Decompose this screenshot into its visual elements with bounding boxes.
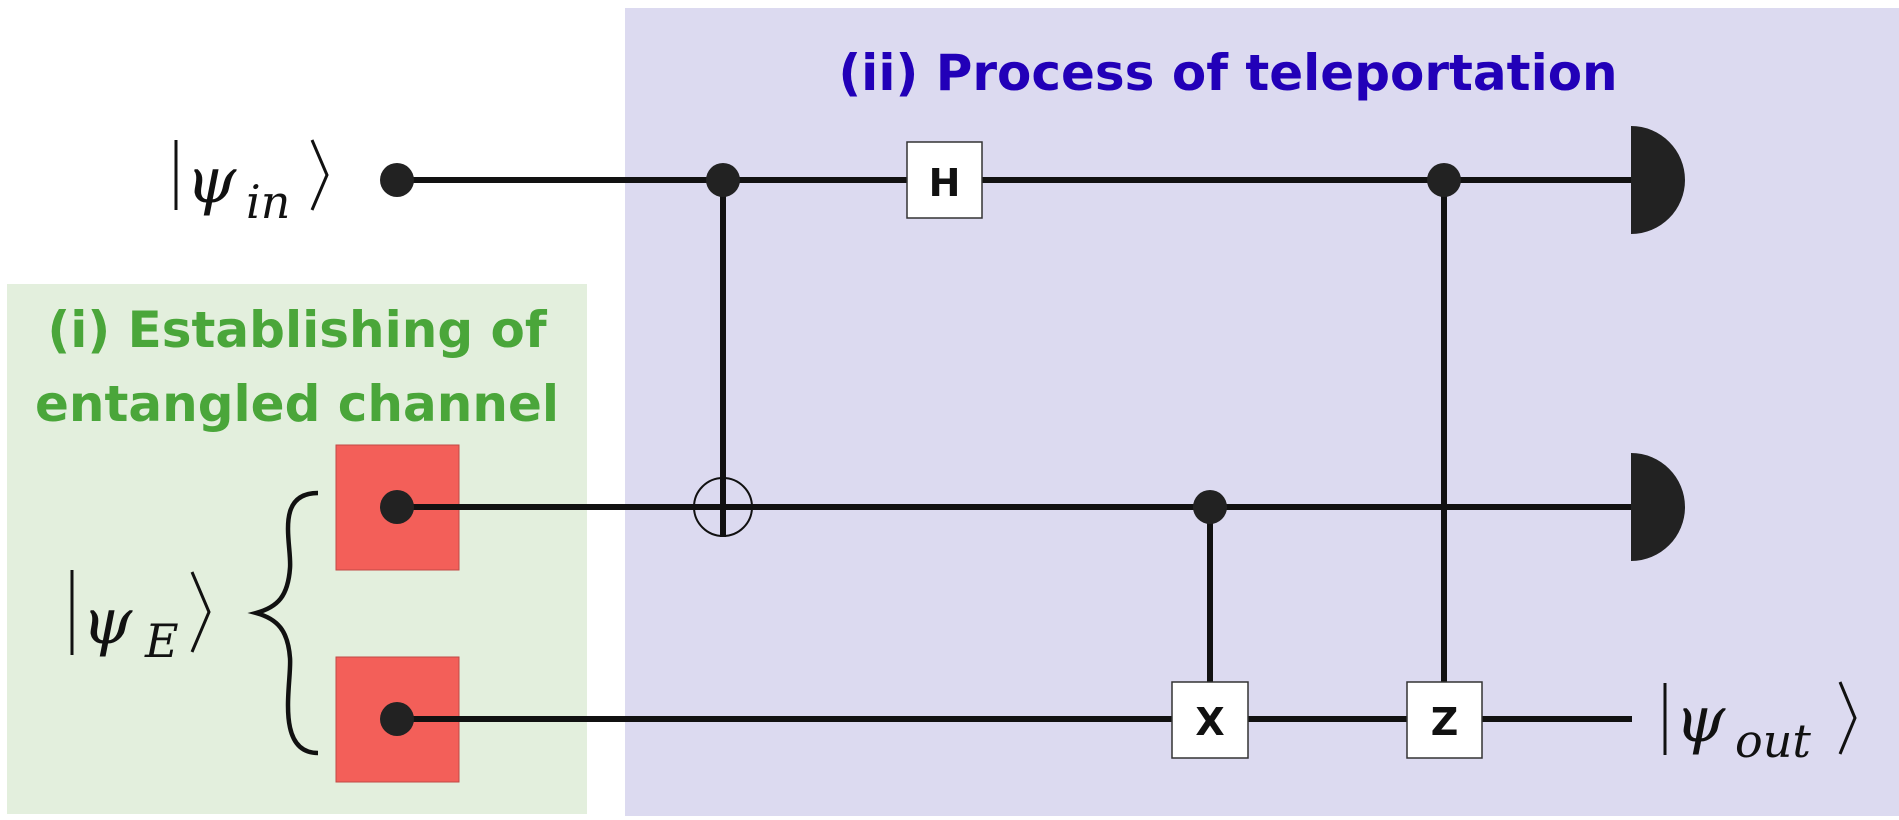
svg-text:E: E: [144, 614, 179, 668]
cnot-control-dot: [706, 163, 740, 197]
svg-text:out: out: [1735, 714, 1811, 768]
svg-text:ψ: ψ: [186, 144, 237, 218]
pauli-z-gate: Z: [1406, 681, 1483, 759]
entangled-state-label: ψ E: [70, 570, 211, 668]
input-state-label: ψ in: [174, 139, 329, 229]
pauli-x-gate-label: X: [1195, 700, 1224, 744]
stage-ii-title: (ii) Process of teleportation: [838, 44, 1617, 102]
stage-i-title-line2: entangled channel: [35, 375, 559, 433]
input-qubit-dot: [380, 163, 414, 197]
hadamard-gate: H: [906, 141, 983, 219]
stage-i-panel: [7, 284, 587, 814]
controlled-z-dot: [1427, 163, 1461, 197]
svg-text:ψ: ψ: [82, 585, 133, 659]
stage-ii-panel: [625, 8, 1899, 816]
measurement-detector-2: [1631, 453, 1685, 561]
measurement-detector-1: [1631, 126, 1685, 234]
entangled-qubit-dot-1: [380, 490, 414, 524]
pauli-x-gate: X: [1171, 681, 1249, 759]
output-state-label: ψ out: [1663, 681, 1857, 768]
stage-i-title-line1: (i) Establishing of: [47, 301, 548, 359]
entangled-qubit-dot-2: [380, 702, 414, 736]
entangled-pair-brace-icon: [247, 490, 319, 756]
svg-text:ψ: ψ: [1675, 683, 1726, 757]
controlled-x-dot: [1193, 490, 1227, 524]
hadamard-gate-label: H: [929, 161, 961, 205]
pauli-z-gate-label: Z: [1431, 700, 1459, 744]
svg-text:in: in: [246, 175, 290, 229]
